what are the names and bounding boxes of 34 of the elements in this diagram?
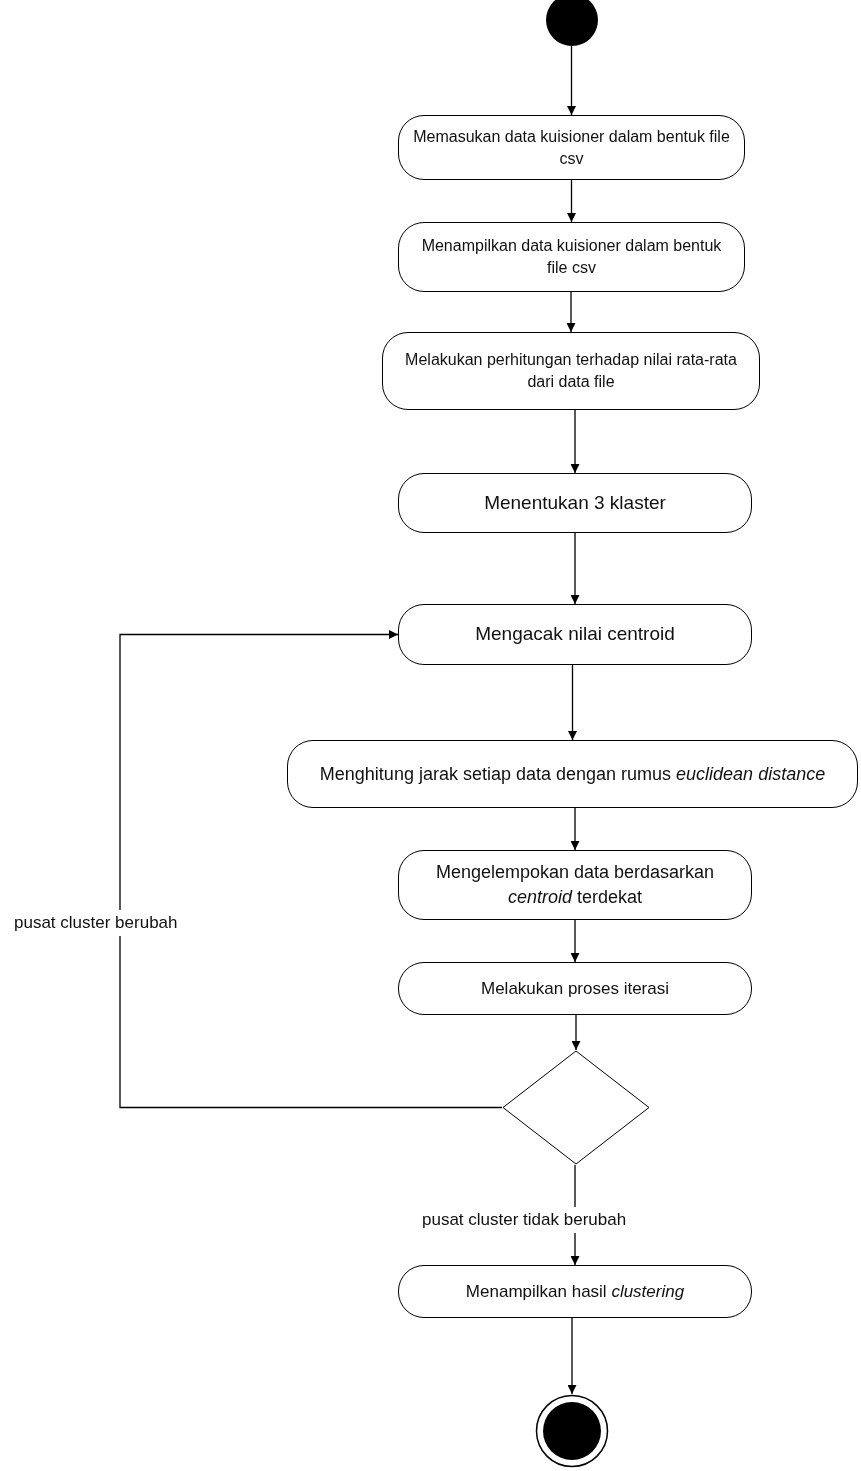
action-text: Menentukan 3 klaster [484,490,666,515]
arrow [119,630,503,1109]
action-box [398,850,752,920]
arrow [567,179,576,223]
final-node [535,1394,609,1468]
action-text: Mengacak nilai centroid [475,622,675,647]
action-text: Melakukan proses iterasi [481,977,669,1000]
arrow [570,807,580,851]
action-text: Menghitung jarak setiap data dengan rumus euclidean distance [319,762,826,786]
action-box [398,222,745,292]
arrow [568,664,577,741]
action-box [398,1265,752,1318]
action-box [398,115,745,180]
arrow [566,291,576,333]
action-box [287,740,858,808]
action-box [398,473,752,533]
action-text: Mengelempokan data berdasarkan centroid terdekat [434,861,716,909]
initial-node [546,0,598,46]
action-box [398,962,752,1015]
edge-label: pusat cluster berubah [12,910,180,936]
action-text: Menampilkan hasil clustering [465,1280,685,1303]
arrow [570,409,580,474]
action-box [382,332,760,410]
decision-diamond [502,1050,650,1165]
action-text: Memasukan data kuisioner dalam bentuk file csv [412,126,731,169]
arrow [567,45,576,116]
action-box [398,604,752,665]
arrow [567,1317,577,1395]
arrow [571,1014,581,1051]
action-text: Menampilkan data kuisioner dalam bentuk file csv [420,236,723,278]
action-text: Melakukan perhitungan terhadap nilai rata-rata dari data file [404,350,738,392]
arrow [570,532,580,605]
arrow [570,919,580,963]
edge-label: pusat cluster tidak berubah [420,1207,629,1233]
